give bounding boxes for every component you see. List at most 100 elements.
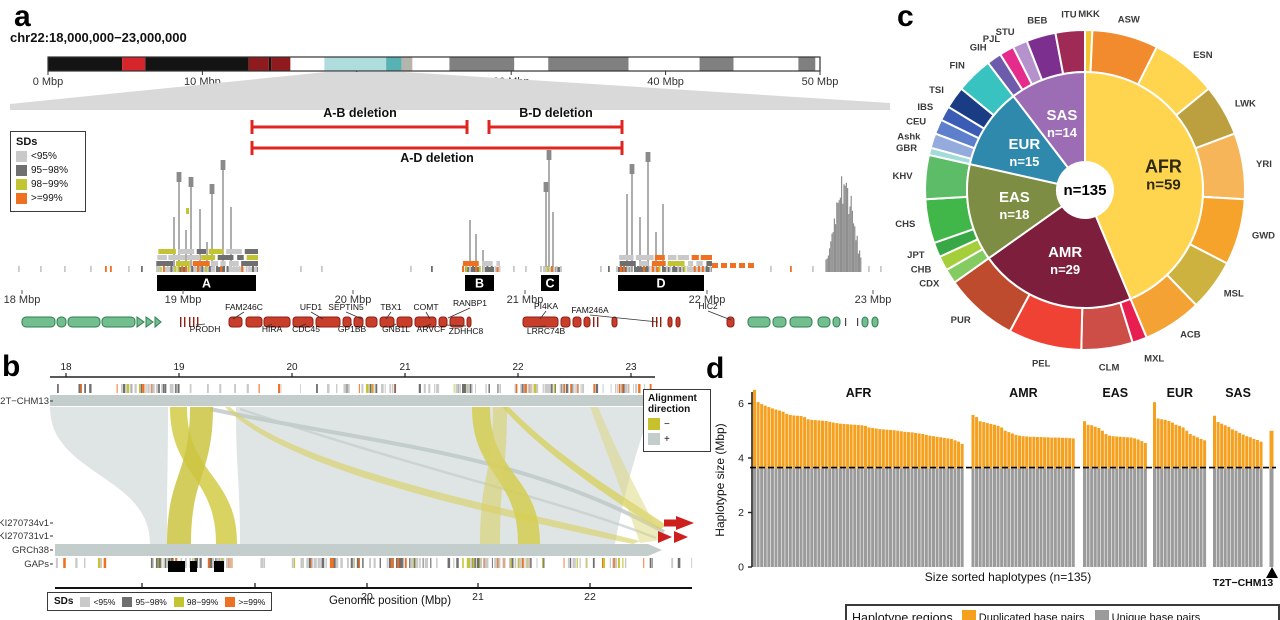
gene-label: LRRC74B — [527, 326, 566, 336]
b-sd-tick — [497, 384, 499, 393]
bar-unique — [1046, 468, 1050, 567]
b-sd-tick — [570, 384, 572, 393]
b-sd-tick — [576, 558, 578, 568]
legend-swatch — [80, 596, 91, 607]
bar-duplicated — [767, 407, 771, 469]
alignment-ribbon — [170, 407, 237, 544]
b-sd-tick — [595, 384, 599, 393]
b-sd-tick — [515, 558, 516, 568]
b-sd-tick — [527, 558, 530, 568]
b-sd-tick — [615, 384, 617, 393]
b-sd-tick — [293, 558, 296, 568]
b-sd-tick — [318, 558, 319, 568]
gene-green-arrow — [145, 316, 154, 328]
legend-swatch — [122, 596, 133, 607]
b-sd-tick — [356, 558, 359, 568]
superpop-name-EUR: EUR — [1009, 136, 1041, 153]
bar-unique — [1167, 468, 1171, 567]
b-sd-tick — [278, 384, 281, 393]
bar-unique — [1050, 468, 1054, 567]
bar-unique — [1093, 468, 1097, 567]
bar-unique — [813, 468, 817, 567]
bar-duplicated — [953, 440, 957, 469]
gene-red — [228, 316, 243, 328]
bar-duplicated — [756, 402, 760, 469]
sd-segment — [651, 267, 661, 272]
population-label-MXL: MXL — [1144, 354, 1164, 365]
bar-unique — [921, 468, 925, 567]
b-sd-tick — [142, 384, 145, 393]
bar-duplicated — [1140, 441, 1144, 469]
bar-duplicated — [903, 431, 907, 469]
b-sd-tick — [572, 558, 576, 568]
gene-green — [101, 316, 136, 328]
bar-unique — [896, 468, 900, 567]
sd-segment — [748, 263, 754, 268]
gene-label: UFD1 — [300, 302, 322, 312]
bar-duplicated — [867, 427, 871, 469]
sd-tick — [600, 266, 602, 272]
b-sd-tick — [346, 558, 349, 568]
bar-duplicated — [795, 415, 799, 469]
bar-duplicated — [1014, 434, 1018, 469]
d-group-label-EAS: EAS — [1102, 386, 1128, 400]
bar-duplicated — [1115, 436, 1119, 469]
bar-unique — [1213, 468, 1216, 567]
bar-duplicated — [763, 405, 767, 469]
b-sd-tick — [521, 558, 524, 568]
b-sd-tick — [57, 384, 59, 393]
b-sd-tick — [388, 558, 391, 568]
b-sd-tick — [331, 558, 334, 568]
b-row-label: GAPs — [24, 559, 49, 570]
bar-unique — [1071, 468, 1075, 567]
superpop-n-SAS: n=14 — [1047, 125, 1078, 140]
b-sd-tick — [390, 558, 394, 568]
b-sd-tick — [476, 558, 480, 568]
gene-red — [245, 316, 263, 328]
bar-unique — [1252, 468, 1256, 567]
sd-tick — [110, 266, 112, 272]
sd-segment — [256, 267, 258, 272]
bar-unique — [1086, 468, 1090, 567]
d-group-label-AFR: AFR — [846, 386, 872, 400]
bar-duplicated — [1238, 432, 1242, 469]
sd-segment — [158, 249, 176, 254]
b-sd-tick — [592, 558, 595, 568]
bar-unique — [828, 468, 832, 567]
b-sd-tick — [577, 384, 579, 393]
b-sd-tick — [434, 384, 436, 393]
b-top-tick-label: 22 — [512, 362, 524, 373]
b-sd-tick — [503, 558, 505, 568]
gene-label: TBX1 — [380, 302, 402, 312]
contig-arrow-ki270734 — [676, 516, 694, 530]
b-sd-tick — [404, 558, 407, 568]
population-label-CLM: CLM — [1099, 362, 1120, 373]
b-sd-tick — [480, 558, 483, 568]
gene-green — [67, 316, 101, 328]
b-sd-tick — [593, 384, 596, 393]
bar-duplicated — [1108, 435, 1112, 469]
bar-duplicated — [1093, 426, 1097, 469]
bar-duplicated — [1203, 440, 1207, 469]
bar-duplicated — [1241, 434, 1245, 469]
bar-duplicated — [1046, 437, 1050, 469]
bar-unique — [846, 468, 850, 567]
gene-label: FAM246C — [225, 302, 263, 312]
legend-item-label: − — [664, 418, 670, 430]
population-label-CDX: CDX — [919, 278, 940, 289]
bar-unique — [1203, 468, 1207, 567]
legend-item: <95% — [80, 596, 115, 607]
bar-unique — [803, 468, 807, 567]
bar-unique — [982, 468, 986, 567]
superpop-n-AFR: n=59 — [1146, 176, 1181, 193]
bar-unique — [1230, 468, 1234, 567]
b-sd-tick — [580, 384, 582, 393]
gene-red-tick — [652, 317, 654, 327]
bar-duplicated — [924, 434, 928, 469]
b-sd-tick — [422, 558, 424, 568]
haplotype-legend-title: Haplotype regions — [852, 611, 953, 620]
legend-item: Duplicated base pairs — [961, 610, 1085, 620]
bar-unique — [1220, 468, 1224, 567]
bar-unique — [1057, 468, 1061, 567]
